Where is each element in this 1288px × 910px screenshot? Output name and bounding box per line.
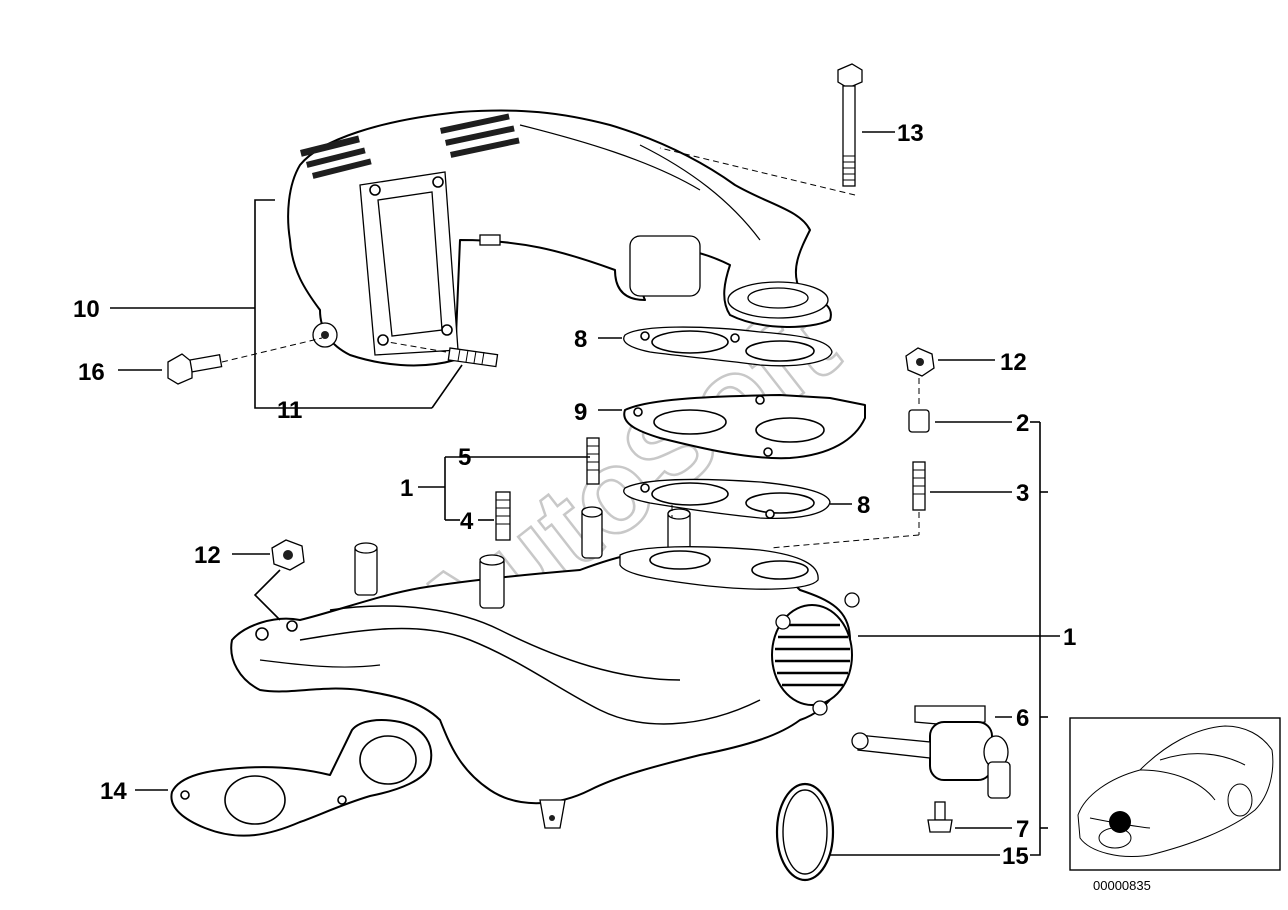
stud-11 bbox=[447, 347, 499, 368]
bush-2 bbox=[908, 409, 930, 433]
callout-8-lower: 8 bbox=[857, 492, 870, 519]
callout-labels: 13 10 16 11 8 9 12 2 3 8 5 1 4 12 1 6 14… bbox=[73, 120, 1076, 870]
stud-4 bbox=[495, 491, 511, 541]
callout-14: 14 bbox=[100, 778, 127, 805]
callout-4: 4 bbox=[460, 508, 474, 535]
upper-intake-manifold bbox=[287, 109, 832, 367]
o-ring-15 bbox=[775, 782, 835, 882]
manifold-gasket-14 bbox=[170, 719, 433, 837]
callout-12-right: 12 bbox=[1000, 349, 1027, 376]
adapter-plate-9 bbox=[623, 394, 866, 460]
location-marker bbox=[1109, 811, 1131, 833]
callout-8-upper: 8 bbox=[574, 326, 587, 353]
callout-6: 6 bbox=[1016, 705, 1029, 732]
bolt-13 bbox=[837, 63, 863, 187]
bolt-16 bbox=[167, 353, 223, 385]
lower-intake-manifold bbox=[230, 506, 860, 829]
leader-lines bbox=[110, 131, 1060, 856]
gasket-8-upper bbox=[623, 326, 833, 367]
nut-12-right bbox=[905, 347, 935, 377]
nut-12-left bbox=[271, 539, 305, 571]
callout-12-left: 12 bbox=[194, 542, 221, 569]
diagram-reference-number: 00000835 bbox=[1093, 878, 1151, 893]
callout-1-right: 1 bbox=[1063, 624, 1076, 651]
callout-9: 9 bbox=[574, 399, 587, 426]
callout-3: 3 bbox=[1016, 480, 1029, 507]
gasket-8-lower bbox=[623, 478, 831, 520]
stud-3 bbox=[912, 461, 926, 511]
idle-valve-6 bbox=[851, 705, 1011, 799]
callout-7: 7 bbox=[1016, 816, 1029, 843]
callout-11: 11 bbox=[277, 397, 302, 424]
callout-1-left: 1 bbox=[400, 475, 413, 502]
callout-16: 16 bbox=[78, 359, 105, 386]
screw-7 bbox=[927, 801, 953, 833]
callout-10: 10 bbox=[73, 296, 100, 323]
stud-5 bbox=[586, 437, 600, 485]
callout-13: 13 bbox=[897, 120, 924, 147]
vehicle-locator-inset: 00000835 bbox=[1069, 717, 1281, 893]
callout-15: 15 bbox=[1002, 843, 1029, 870]
callout-2: 2 bbox=[1016, 410, 1029, 437]
callout-5: 5 bbox=[458, 444, 471, 471]
